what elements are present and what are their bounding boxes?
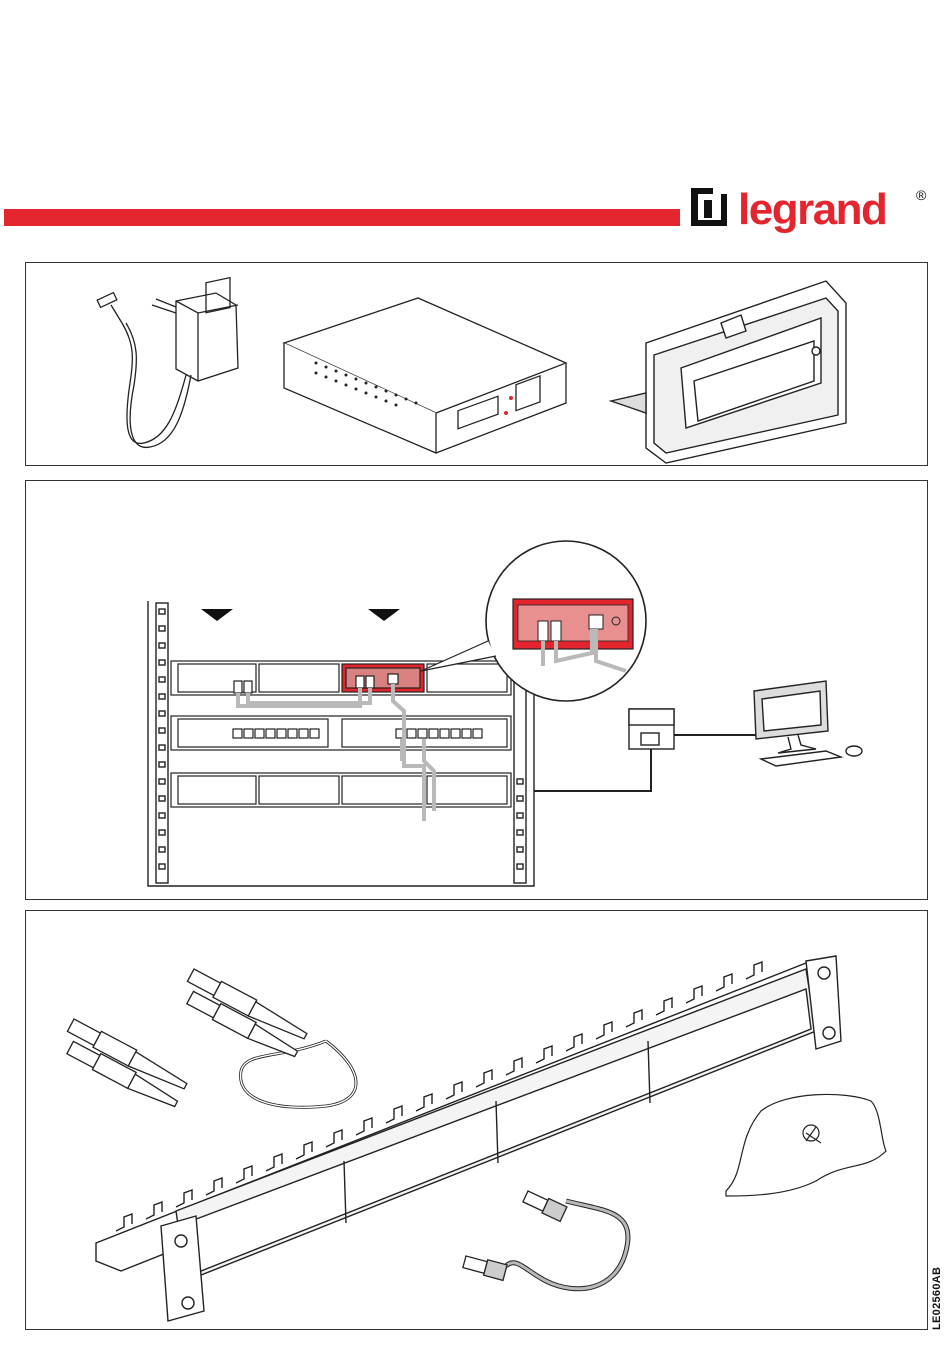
patch-panel-icon	[171, 773, 511, 807]
converter-chassis-icon	[171, 661, 511, 695]
legrand-logo-text: legrand	[738, 185, 886, 234]
panel-package-contents	[25, 262, 928, 466]
legrand-logo: legrand ®	[688, 184, 928, 246]
panel-installation-diagram	[25, 480, 928, 900]
mounting-bracket-icon	[611, 281, 846, 463]
screw-bag-icon	[726, 1094, 886, 1196]
accessories-illustration	[26, 911, 927, 1329]
wall-outlet-icon	[629, 709, 674, 749]
network-cable-icon	[534, 749, 651, 791]
header-red-bar	[4, 209, 680, 226]
arrow-down-icon	[368, 609, 400, 621]
package-contents-illustration	[26, 263, 927, 465]
media-converter-icon	[284, 298, 566, 453]
network-switch-icon	[171, 716, 511, 750]
rj45-patch-cord-icon	[462, 1189, 628, 1289]
power-adapter-icon	[97, 278, 238, 448]
arrow-down-icon	[201, 609, 233, 621]
registered-mark: ®	[916, 187, 927, 203]
fiber-patch-cord-icon	[57, 967, 356, 1112]
document-reference: LE02560AB	[931, 1267, 943, 1330]
panel-accessories	[25, 910, 928, 1330]
installation-diagram-illustration	[26, 481, 927, 899]
legrand-logo-mark-icon	[691, 188, 727, 226]
desktop-computer-icon	[754, 681, 862, 766]
